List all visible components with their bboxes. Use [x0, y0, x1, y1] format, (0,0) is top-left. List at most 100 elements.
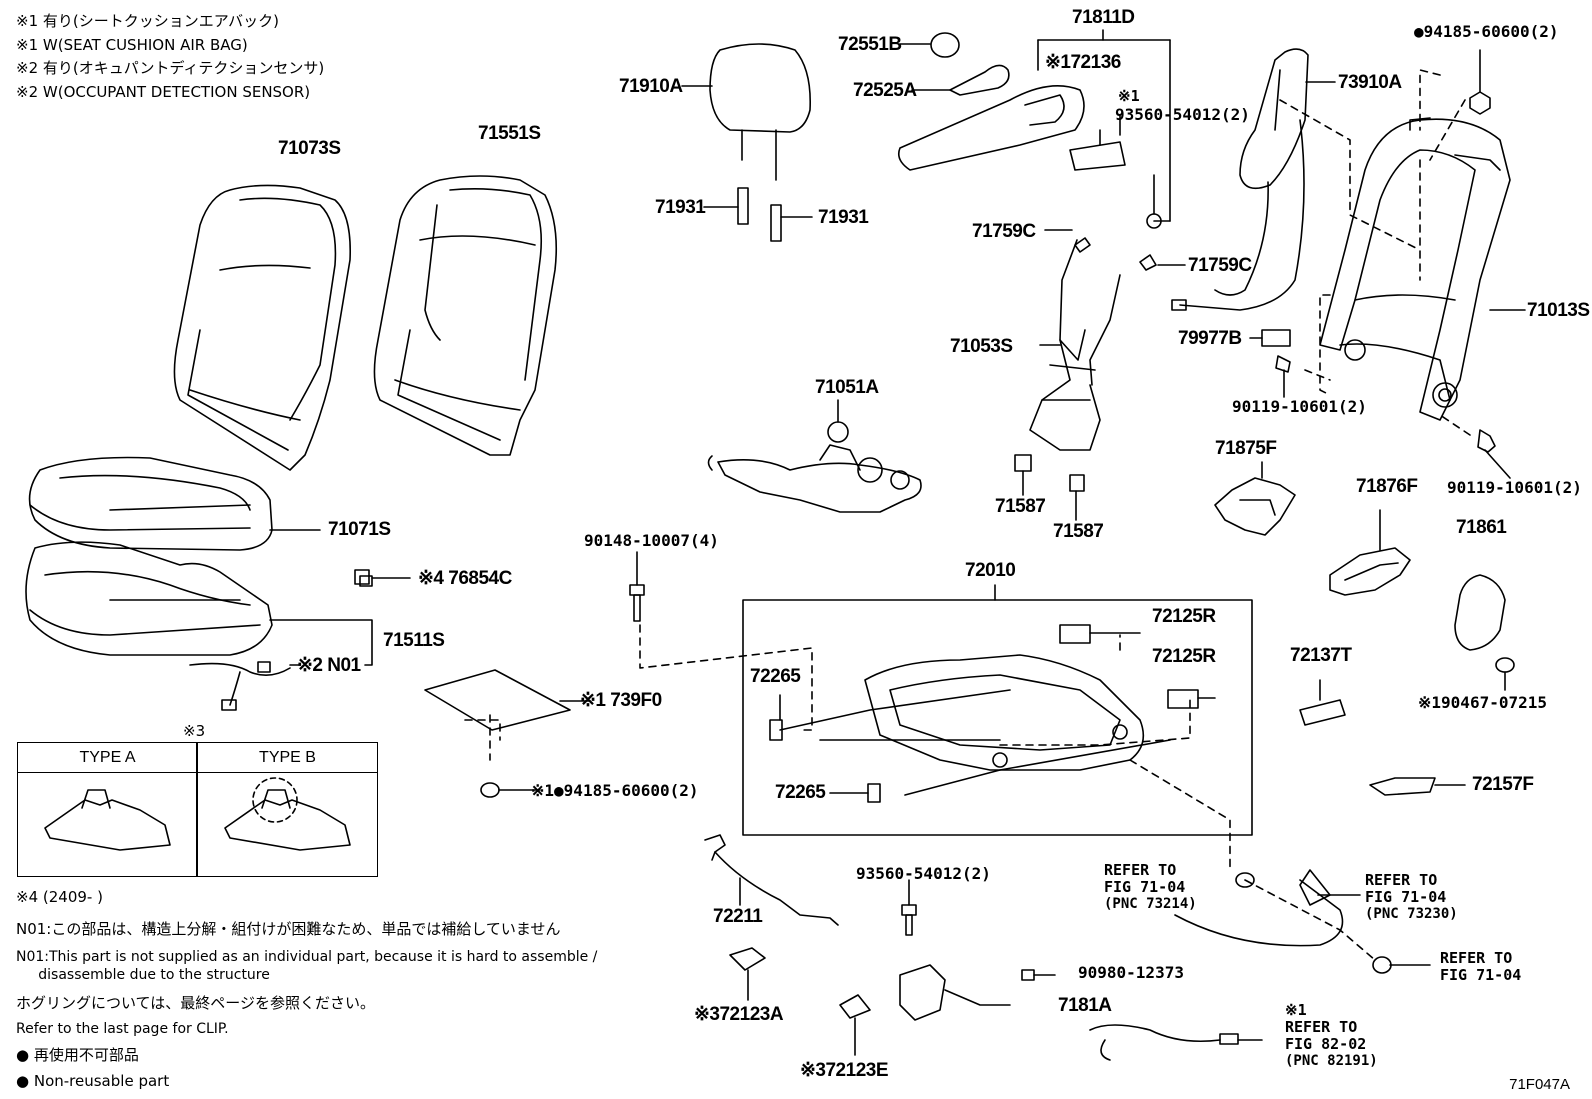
part-label-90119-a: 90119-10601(2) — [1232, 397, 1367, 416]
bolts-drawing — [1275, 49, 1511, 479]
part-label-71876f: 71876F — [1356, 476, 1418, 497]
part-label-71910a: 71910A — [619, 76, 683, 97]
part-label-71587-a: 71587 — [995, 496, 1046, 517]
plate-72137t-drawing — [1299, 679, 1346, 726]
part-label-72125r-a: 72125R — [1152, 606, 1216, 627]
footer-note-7: ● Non-reusable part — [16, 1072, 170, 1090]
type-box: TYPE A TYPE B — [17, 742, 378, 877]
headrest-drawing — [681, 43, 813, 242]
part-label-71931-a: 71931 — [655, 197, 706, 218]
cushion-cover-drawing — [28, 456, 321, 551]
part-label-72265-a: 72265 — [750, 666, 801, 687]
part-label-72265-b: 72265 — [775, 782, 826, 803]
cover-72157f-drawing — [1369, 777, 1466, 796]
part-label-71071s: 71071S — [328, 519, 391, 540]
clip-76854c-drawing — [354, 569, 411, 587]
footer-note-3: disassemble due to the structure — [16, 967, 270, 983]
lumbar-frame-drawing — [1014, 229, 1186, 521]
recliner-cover-drawing — [897, 29, 1171, 229]
type-a-column: TYPE A — [18, 743, 197, 876]
seatback-pad-drawing — [373, 175, 558, 456]
part-label-71073s: 71073S — [278, 138, 341, 159]
refer-block-1: REFER TO FIG 71-04 (PNC 73214) — [1104, 862, 1197, 913]
part-label-73910a: 73910A — [1338, 72, 1402, 93]
header-note-4: ※2 W(OCCUPANT DETECTION SENSOR) — [16, 83, 311, 101]
part-label-7181a: 7181A — [1058, 995, 1112, 1016]
bolt-90148-drawing — [629, 551, 645, 622]
seatback-frame-drawing — [1319, 117, 1526, 421]
refer-block-4: ※1 REFER TO FIG 82-02 (PNC 82191) — [1285, 1002, 1378, 1070]
type-box-divider — [196, 743, 198, 876]
refer-line: FIG 71-04 — [1104, 878, 1186, 896]
type-b-column: TYPE B — [198, 743, 377, 876]
part-label-72211: 72211 — [713, 906, 763, 927]
footer-note-6: ● 再使用不可部品 — [16, 1046, 139, 1064]
header-note-1: ※1 有り(シートクッションエアバック) — [16, 12, 279, 30]
footer-note-2: N01:This part is not supplied as an indi… — [16, 949, 598, 965]
part-label-71551s: 71551S — [478, 123, 541, 144]
refer-line: REFER TO — [1285, 1018, 1358, 1036]
part-label-90980: 90980-12373 — [1078, 963, 1184, 982]
part-label-71861: 71861 — [1456, 517, 1507, 538]
part-label-71587-b: 71587 — [1053, 521, 1104, 542]
type-a-header: TYPE A — [18, 743, 197, 773]
part-label-71053s: 71053S — [950, 336, 1013, 357]
part-label-94185-top: ●94185-60600(2) — [1414, 22, 1559, 41]
part-label-71931-b: 71931 — [818, 207, 869, 228]
part-label-739f0: ※1 739F0 — [580, 690, 662, 711]
wire-72211-drawing — [704, 834, 839, 926]
part-mark-93560-a: ※1 — [1118, 87, 1140, 105]
footer-note-1: N01:この部品は、構造上分解・組付けが困難なため、単品では補給していません — [16, 920, 561, 938]
part-label-94185-mid: ※1●94185-60600(2) — [531, 781, 699, 800]
note-4: ※4 (2409- ) — [16, 888, 103, 906]
refer-block-2: REFER TO FIG 71-04 (PNC 73230) — [1365, 872, 1458, 923]
type-box-drawings — [44, 777, 351, 851]
refer-line: (PNC 73214) — [1104, 896, 1197, 912]
part-label-90467: ※190467-07215 — [1418, 693, 1547, 712]
part-label-71759c-b: 71759C — [1188, 255, 1252, 276]
part-label-72137t: 72137T — [1290, 645, 1352, 666]
part-label-71811d: 71811D — [1072, 7, 1135, 28]
header-note-3: ※2 有り(オキュパントディテクションセンサ) — [16, 59, 325, 77]
footer-note-4: ホグリングについては、最終ページを参照ください。 — [16, 994, 375, 1012]
figure-code: 71F047A — [1509, 1076, 1570, 1093]
part-label-n01: ※2 N01 — [297, 655, 361, 676]
part-label-71875f: 71875F — [1215, 438, 1277, 459]
part-label-72125r-b: 72125R — [1152, 646, 1216, 667]
lumbar-support-drawing — [707, 399, 922, 513]
seat-frame-box — [742, 584, 1253, 836]
part-label-71759c-a: 71759C — [972, 221, 1036, 242]
part-label-71051a: 71051A — [815, 377, 879, 398]
clips-72123-drawing — [729, 947, 871, 1056]
refer-line: FIG 71-04 — [1440, 966, 1522, 984]
part-label-72551b: 72551B — [838, 34, 902, 55]
part-label-93560-a: 93560-54012(2) — [1115, 105, 1250, 124]
refer-line: REFER TO — [1104, 861, 1177, 879]
part-label-72010: 72010 — [965, 560, 1016, 581]
footer-note-5: Refer to the last page for CLIP. — [16, 1021, 229, 1037]
airbag-sheet-drawing — [424, 669, 591, 798]
refer-line: (PNC 73230) — [1365, 906, 1458, 922]
type-b-header: TYPE B — [198, 743, 377, 773]
type-box-mark: ※3 — [183, 722, 206, 740]
cushion-pad-drawing — [25, 541, 373, 666]
part-label-71013s: 71013S — [1527, 300, 1590, 321]
part-label-72136: ※172136 — [1045, 52, 1121, 73]
leader-dashed-lines — [464, 69, 1471, 961]
part-label-72157f: 72157F — [1472, 774, 1534, 795]
refer-block-3: REFER TO FIG 71-04 — [1440, 950, 1521, 984]
harness-drawing — [1089, 869, 1431, 1061]
refer-line: FIG 71-04 — [1365, 888, 1447, 906]
side-cover-drawing — [1214, 461, 1296, 536]
seatback-cover-drawing — [173, 184, 352, 471]
refer-line: (PNC 82191) — [1285, 1053, 1378, 1069]
refer-mark: ※1 — [1285, 1001, 1307, 1019]
part-label-76854c: ※4 76854C — [418, 568, 512, 589]
recliner-cap-drawing — [1454, 574, 1515, 691]
part-label-90119-b: 90119-10601(2) — [1447, 478, 1582, 497]
sensor-harness-drawing — [189, 661, 301, 711]
refer-line: FIG 82-02 — [1285, 1035, 1367, 1053]
part-label-90148: 90148-10007(4) — [584, 531, 719, 550]
adjuster-7181a-drawing — [899, 879, 1056, 1021]
